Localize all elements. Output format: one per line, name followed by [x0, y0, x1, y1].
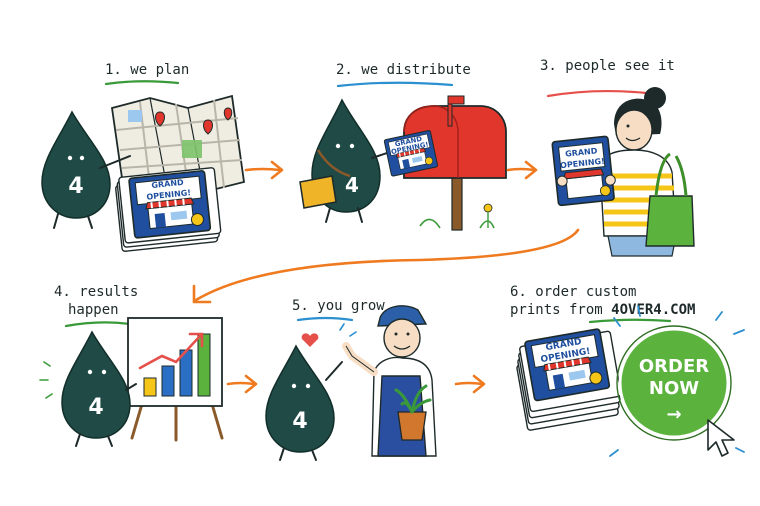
flow-arrow-4-5	[226, 381, 256, 386]
step-2-underline	[336, 81, 454, 88]
person-reader	[599, 87, 695, 257]
step-6-label-line2-prefix: prints from 4OVER4.COM	[510, 302, 695, 318]
easel-chart	[127, 317, 224, 442]
order-now-button[interactable]: ORDER NOW →	[616, 325, 732, 441]
arrow-right-icon: →	[666, 404, 681, 425]
step-6-label-line1: 6. order custom	[510, 284, 636, 300]
step-4-results: 4. results happen 4	[39, 284, 224, 447]
flow-arrow-5-6	[454, 381, 484, 386]
flyer-stack-order: GRAND OPENING!	[516, 327, 622, 431]
flyer-title-line1: GRAND	[151, 178, 184, 190]
mascot-number: 4	[88, 395, 103, 420]
step-3-underline	[546, 89, 648, 98]
flyer-title-line1: GRAND	[565, 146, 598, 158]
flyer-mail: GRAND OPENING!	[383, 129, 439, 178]
flow-arrow-3-4	[194, 228, 580, 302]
flow-arrowhead-1-2	[270, 160, 284, 180]
step-6-underline	[588, 318, 672, 324]
step-5-label: 5. you grow	[292, 298, 385, 314]
mascot-number: 4	[68, 174, 83, 199]
step-2-label: 2. we distribute	[336, 62, 471, 78]
flow-arrow-2-3	[506, 167, 536, 172]
flow-arrowhead-2-3	[524, 160, 538, 180]
mascot-4-plan: 4	[41, 110, 131, 229]
step-1-plan: 1. we plan 4 GRAND OPE	[41, 62, 246, 252]
step-5-grow: 5. you grow 4	[265, 298, 437, 461]
step-4-label-line1: 4. results	[54, 284, 138, 300]
cursor-pointer-icon	[707, 419, 735, 457]
mascot-4-distribute: 4	[299, 98, 397, 223]
mascot-4-results: 4	[39, 330, 137, 447]
mascot-number: 4	[345, 173, 359, 197]
heart-icon	[301, 333, 319, 347]
step-3-label: 3. people see it	[540, 58, 675, 74]
step-6-order: 6. order custom prints from 4OVER4.COM G…	[510, 284, 745, 457]
step-5-underline	[296, 316, 354, 322]
flyer-stack-plan: GRAND OPENING!	[115, 167, 222, 252]
flyer-held: GRAND OPENING!	[551, 135, 616, 207]
step-1-label: 1. we plan	[105, 62, 189, 78]
step-4-label-line2: happen	[68, 302, 119, 318]
order-now-line2: NOW	[649, 378, 699, 399]
sparkle-lines	[609, 305, 745, 457]
step-3-people-see: 3. people see it GRAND OPENING!	[540, 58, 695, 257]
mascot-4-grow: 4	[265, 344, 343, 461]
step-1-underline	[104, 80, 180, 86]
order-now-line1: ORDER	[639, 356, 709, 377]
gardener-person	[342, 305, 437, 457]
flow-arrowhead-5-6	[472, 374, 486, 394]
step-2-distribute: 2. we distribute 4 GRAND OPEN	[299, 62, 507, 231]
mascot-number: 4	[292, 409, 307, 434]
brand-link[interactable]: 4OVER4.COM	[611, 302, 695, 318]
step-4-underline	[64, 321, 132, 328]
flow-arrowhead-4-5	[244, 374, 258, 394]
step-6-prefix: prints from	[510, 302, 611, 318]
flow-arrow-1-2	[244, 167, 282, 172]
flow-arrowhead-3-4	[192, 284, 212, 304]
